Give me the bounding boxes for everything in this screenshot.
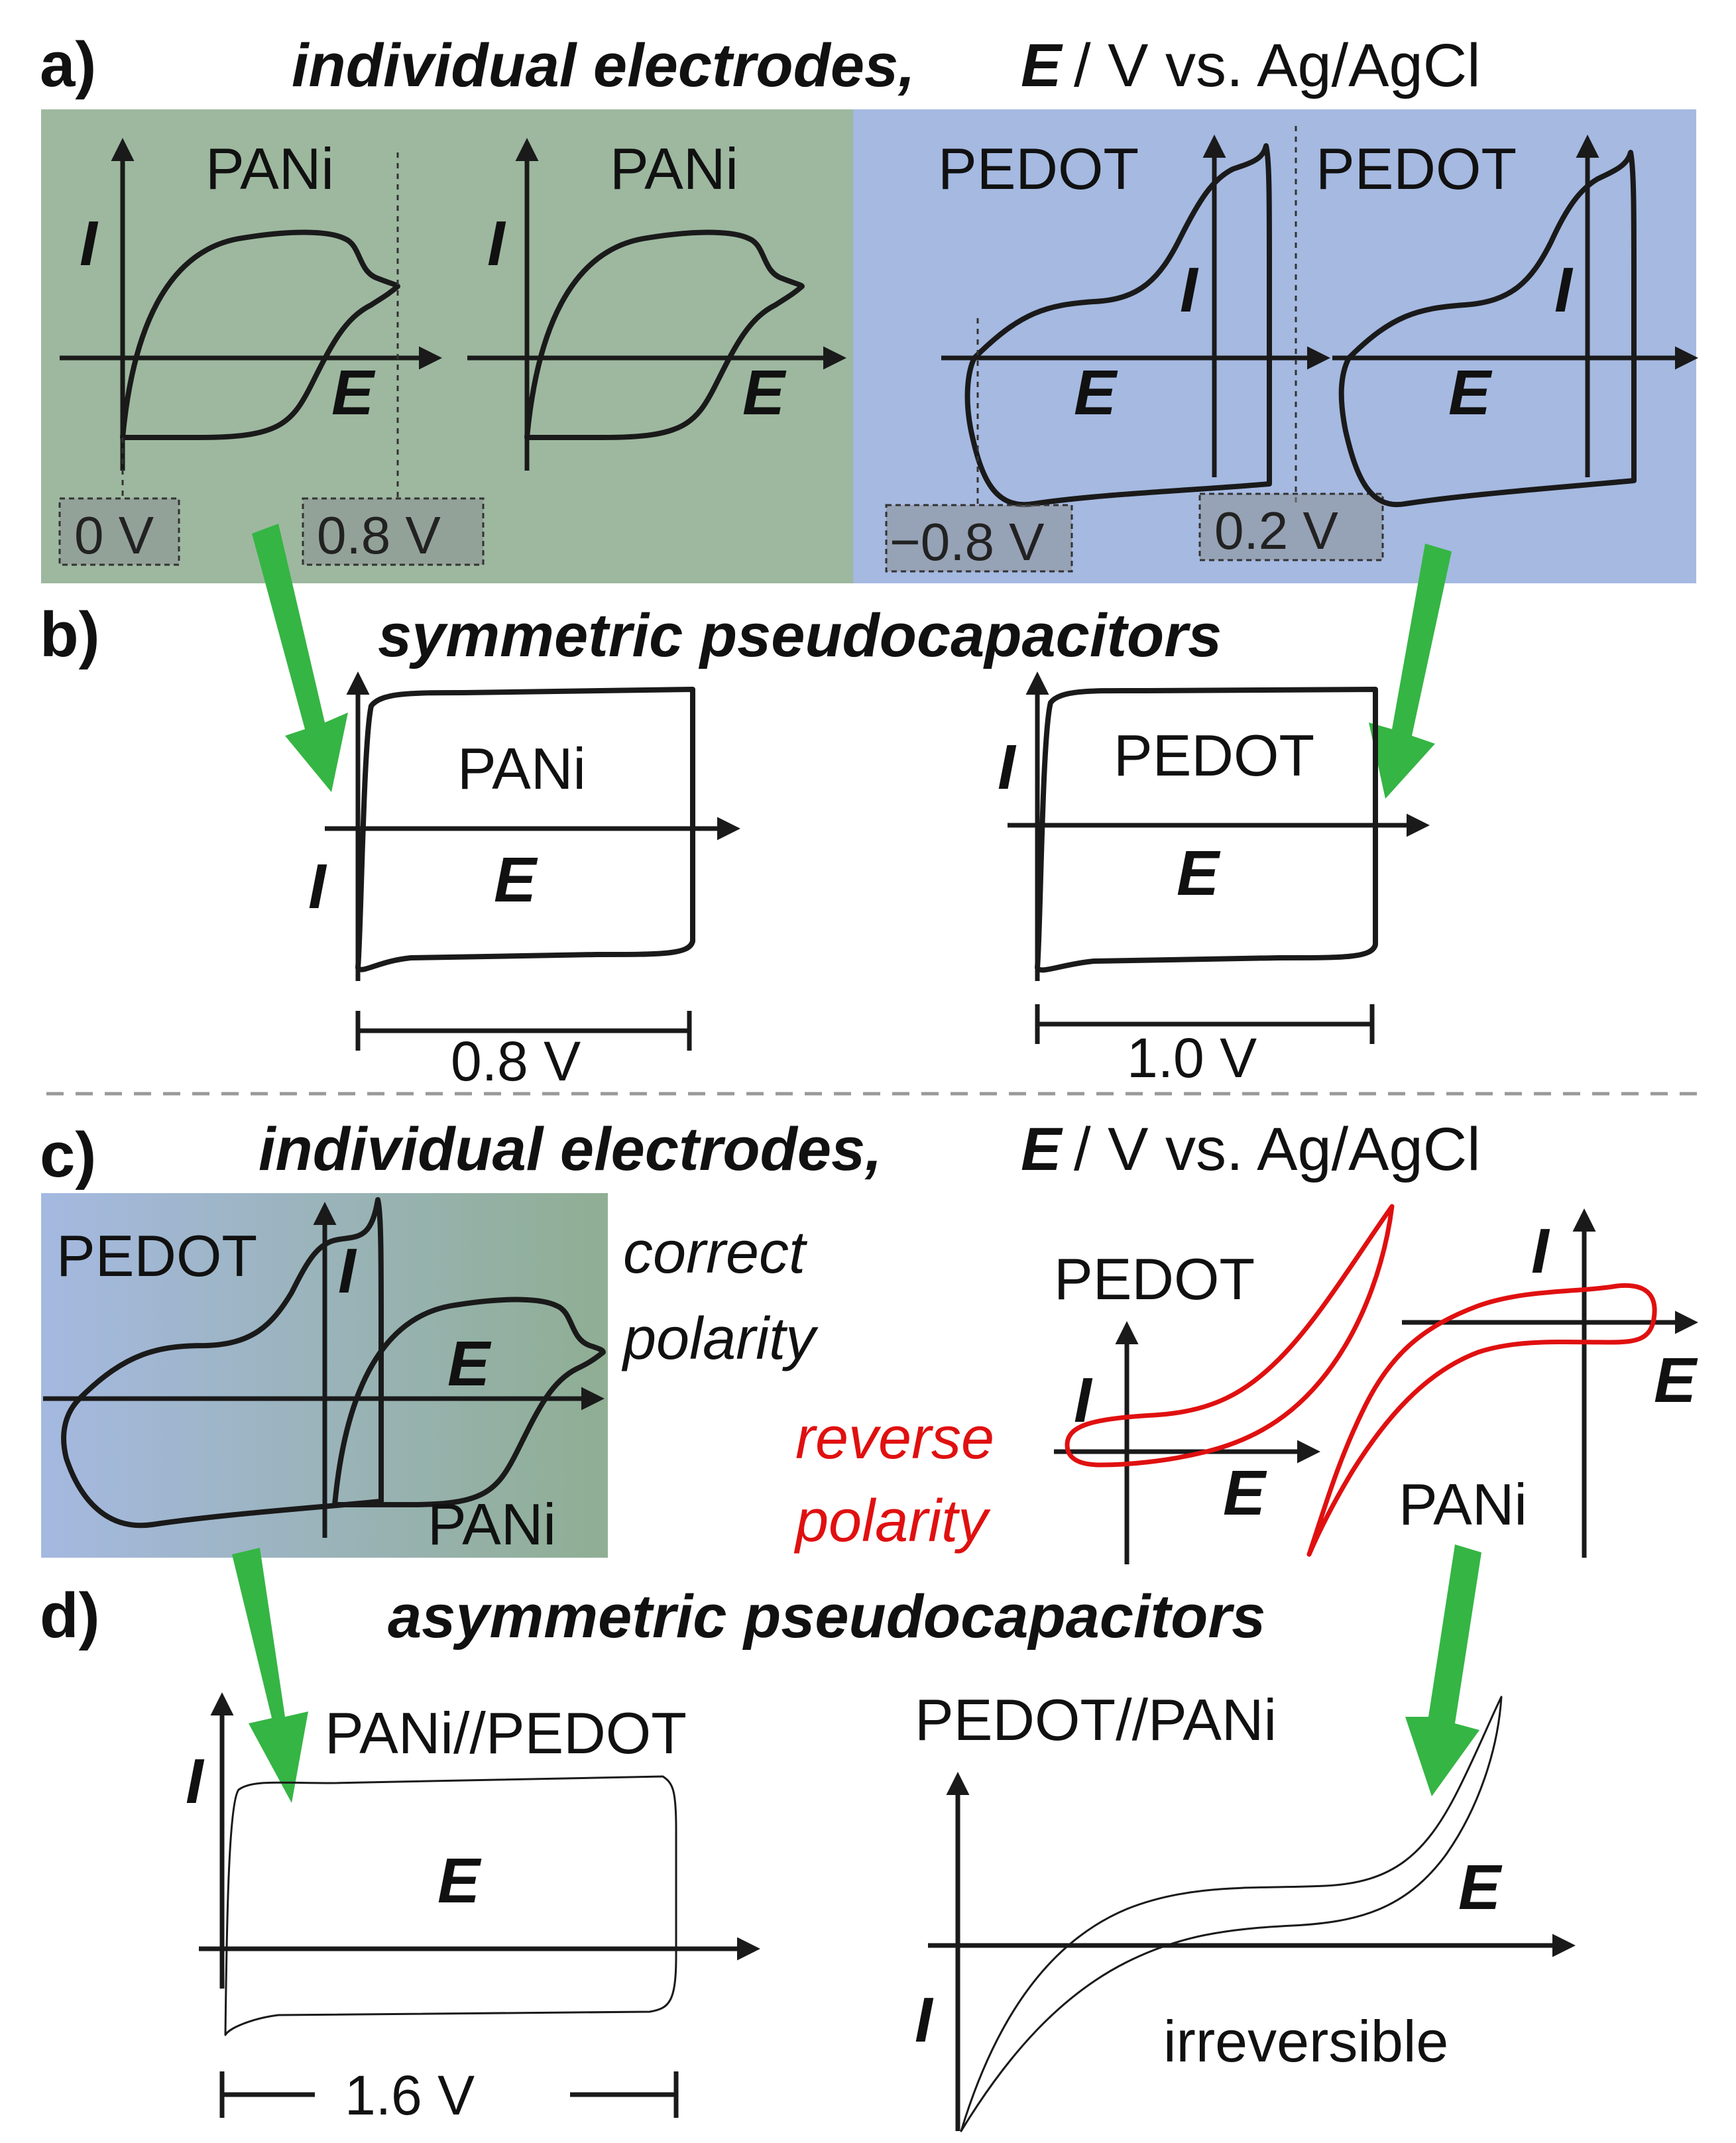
volt-label: −0.8 V — [890, 512, 1045, 571]
volt-label: 0.8 V — [317, 506, 441, 565]
green-arrow — [1405, 1544, 1481, 1796]
panel-d-right-name: PEDOT//PANi — [915, 1687, 1277, 1753]
axis-i-label: I — [1074, 1365, 1093, 1436]
axis-i-label: I — [338, 1236, 357, 1306]
pedot-symmetric-curve — [1035, 687, 1378, 973]
axis-e-label: E — [1074, 357, 1118, 428]
panel-b-right-span: 1.0 V — [1127, 1027, 1257, 1089]
pani-cv-curve — [120, 229, 400, 440]
axis-e-label: E — [447, 1328, 492, 1399]
plot-a2-name: PANi — [610, 136, 738, 202]
panel-a-title-rest: / V vs. Ag/AgCl — [1074, 32, 1481, 99]
arrows-a-to-b — [252, 524, 1452, 799]
axis-e-label: E — [1448, 357, 1493, 428]
polarity-label: polarity — [621, 1306, 819, 1372]
axis-i-label: I — [1554, 255, 1574, 325]
axis-i-label: I — [308, 851, 327, 922]
arrows-c-to-d — [232, 1544, 1481, 1803]
axis-i-label: I — [1531, 1216, 1550, 1287]
pedot-reverse-curve — [1065, 1204, 1395, 1468]
plot-a4: PEDOT I E — [1316, 135, 1698, 508]
axis-e-label: E — [1458, 1852, 1503, 1923]
volt-box — [58, 497, 180, 566]
panel-a-letter: a) — [40, 29, 96, 100]
green-arrow — [1369, 544, 1452, 799]
panel-c-right-pani: PANi — [1399, 1472, 1527, 1537]
pani-overlay-curve — [332, 1297, 606, 1507]
axis-e-label: E — [494, 844, 538, 915]
panel-d-left-span: 1.6 V — [345, 2064, 475, 2126]
axis-e-label: E — [437, 1845, 482, 1916]
axis-i-label: I — [915, 1985, 934, 2056]
plot-a4-name: PEDOT — [1316, 136, 1517, 202]
volt-box — [302, 497, 485, 566]
panel-b-left-name: PANi — [457, 736, 586, 801]
axis-e-label: E — [1223, 1458, 1267, 1529]
green-arrow — [252, 524, 348, 792]
axis-e-label: E — [1654, 1345, 1698, 1416]
volt-box — [885, 504, 1073, 573]
panel-a: a) individual electrodes, E / V vs. Ag/A… — [40, 29, 1698, 583]
axis-i-label: I — [998, 732, 1017, 803]
irreversible-label: irreversible — [1163, 2008, 1448, 2074]
panel-b-letter: b) — [40, 599, 100, 670]
panel-b-title: symmetric pseudocapacitors — [378, 602, 1222, 669]
pedot-overlay-curve — [61, 1197, 384, 1529]
axis-e-label: E — [1177, 838, 1221, 909]
polarity-red-label: polarity — [793, 1488, 991, 1554]
panel-c-title-e: E — [1021, 1116, 1063, 1183]
plot-a3-name: PEDOT — [938, 136, 1139, 202]
panel-b-right-name: PEDOT — [1114, 723, 1314, 788]
axis-i-label: I — [186, 1746, 205, 1817]
panel-d-letter: d) — [40, 1580, 100, 1651]
panel-a-title-e: E — [1021, 32, 1063, 99]
panel-c-left-pedot: PEDOT — [56, 1223, 257, 1289]
pedot-cv-curve — [964, 143, 1273, 508]
axis-e-label: E — [331, 357, 376, 428]
pani-reverse-curve — [1306, 1283, 1657, 1557]
plot-a1-name: PANi — [205, 136, 334, 202]
panel-c-left-pani: PANi — [428, 1491, 556, 1557]
panel-c-title-rest: / V vs. Ag/AgCl — [1074, 1116, 1481, 1183]
axis-i-label: I — [80, 208, 99, 279]
panel-b-left-span: 0.8 V — [451, 1030, 581, 1092]
volt-label: 0.2 V — [1214, 501, 1338, 560]
green-arrow — [232, 1548, 308, 1803]
panel-d-left-name: PANi//PEDOT — [325, 1700, 687, 1766]
asymmetric-left-curve — [224, 1775, 677, 2036]
panel-a-title: individual electrodes, — [292, 32, 915, 99]
panel-c-title: individual electrodes, — [259, 1116, 882, 1183]
panel-c: c) individual electrodes, E / V vs. Ag/A… — [40, 1116, 1698, 1564]
panel-d: d) asymmetric pseudocapacitors PANi//PED… — [40, 1580, 1576, 2132]
panel-c-right-pedot: PEDOT — [1054, 1246, 1255, 1312]
pani-cv-curve — [524, 229, 805, 440]
correct-label: correct — [623, 1220, 808, 1286]
panel-d-title: asymmetric pseudocapacitors — [388, 1583, 1265, 1651]
panel-b: b) symmetric pseudocapacitors PANi I E 0… — [40, 599, 1430, 1092]
asymmetric-right-curve — [960, 1696, 1503, 2132]
volt-label: 0 V — [74, 506, 154, 565]
axis-e-label: E — [742, 357, 787, 428]
plot-a1: PANi I E 0 V 0.8 V — [58, 136, 485, 566]
axis-i-label: I — [1180, 255, 1199, 325]
pedot-cv-curve — [1338, 150, 1637, 508]
reverse-label: reverse — [795, 1405, 994, 1472]
panel-c-letter: c) — [40, 1120, 96, 1190]
plot-a3: PEDOT I E −0.8 V 0.2 V — [885, 126, 1384, 573]
volt-box — [1198, 492, 1384, 561]
axis-i-label: I — [487, 208, 506, 279]
plot-a2: PANi I E — [467, 136, 846, 471]
pani-symmetric-curve — [355, 687, 695, 972]
